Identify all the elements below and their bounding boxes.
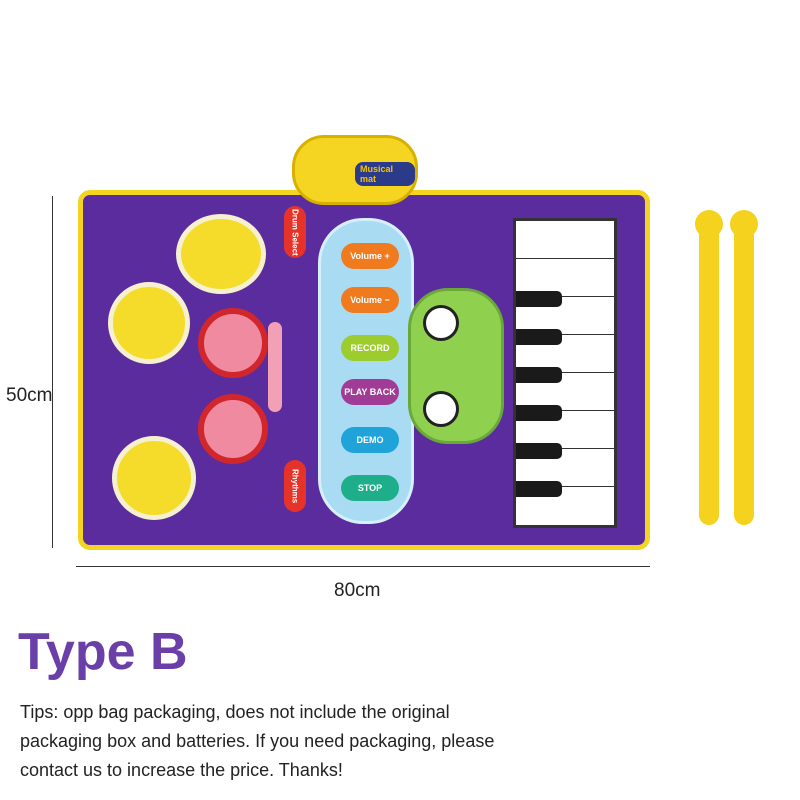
drum-bottom-left bbox=[112, 436, 196, 520]
piano-keyboard bbox=[513, 218, 617, 528]
frog-illustration bbox=[408, 288, 504, 444]
rhythms-label: Rhythms bbox=[284, 460, 306, 512]
speaker-module: Musical mat bbox=[292, 135, 418, 205]
drum-side bbox=[268, 322, 282, 412]
drumstick bbox=[734, 225, 754, 525]
black-key[interactable] bbox=[516, 481, 562, 497]
black-key[interactable] bbox=[516, 367, 562, 383]
volume-down-button[interactable]: Volume − bbox=[341, 287, 399, 313]
record-button[interactable]: RECORD bbox=[341, 335, 399, 361]
white-key[interactable] bbox=[516, 297, 614, 335]
playback-button[interactable]: PLAY BACK bbox=[341, 379, 399, 405]
drum-select-label: Drum Select bbox=[284, 206, 306, 258]
cymbal bbox=[176, 214, 266, 294]
volume-up-button[interactable]: Volume + bbox=[341, 243, 399, 269]
black-key[interactable] bbox=[516, 405, 562, 421]
drum-top-left bbox=[108, 282, 190, 364]
white-key[interactable] bbox=[516, 259, 614, 297]
white-key[interactable] bbox=[516, 449, 614, 487]
demo-button[interactable]: DEMO bbox=[341, 427, 399, 453]
tips-text: Tips: opp bag packaging, does not includ… bbox=[20, 702, 495, 780]
white-key[interactable] bbox=[516, 335, 614, 373]
width-dimension-line bbox=[76, 566, 650, 567]
type-title: Type B bbox=[18, 623, 188, 681]
white-key[interactable] bbox=[516, 373, 614, 411]
black-key[interactable] bbox=[516, 443, 562, 459]
stop-button[interactable]: STOP bbox=[341, 475, 399, 501]
drum-red-bottom bbox=[198, 394, 268, 464]
drumstick bbox=[699, 225, 719, 525]
black-key[interactable] bbox=[516, 291, 562, 307]
height-dimension-line bbox=[52, 196, 53, 548]
width-label: 80cm bbox=[334, 580, 381, 601]
drum-red-top bbox=[198, 308, 268, 378]
black-key[interactable] bbox=[516, 329, 562, 345]
height-label: 50cm bbox=[6, 385, 53, 406]
white-key[interactable] bbox=[516, 411, 614, 449]
speaker-logo: Musical mat bbox=[355, 162, 415, 186]
control-panel: Volume + Volume − RECORD PLAY BACK DEMO … bbox=[318, 218, 414, 524]
white-key[interactable] bbox=[516, 221, 614, 259]
